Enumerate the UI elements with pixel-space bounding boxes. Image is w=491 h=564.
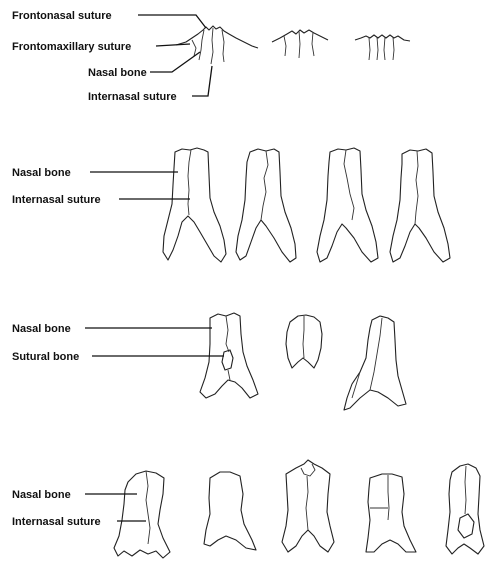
labels: Frontonasal suture Frontomaxillary sutur… xyxy=(12,10,177,528)
nasal-bone-outline-2d xyxy=(390,149,450,262)
row-2-nasal-bones xyxy=(163,148,450,262)
nasal-bone-outline-3c xyxy=(344,316,406,410)
label-nasal-bone-3: Nasal bone xyxy=(12,323,71,335)
row-1-suture-sketches xyxy=(176,26,410,64)
sutural-bone-shape-4e xyxy=(458,514,474,538)
label-internasal-suture-1: Internasal suture xyxy=(88,91,177,103)
row-4-nasal-bones xyxy=(114,460,484,558)
sutural-bone-shape xyxy=(222,350,233,370)
nasal-junction-sketch-3 xyxy=(355,35,410,41)
label-nasal-bone-2: Nasal bone xyxy=(12,167,71,179)
label-sutural-bone: Sutural bone xyxy=(12,351,79,363)
label-internasal-suture-4: Internasal suture xyxy=(12,516,101,528)
nasal-bone-outline-2a xyxy=(163,148,226,262)
nasal-bone-outline-4d xyxy=(366,474,416,552)
label-frontomaxillary-suture: Frontomaxillary suture xyxy=(12,41,131,53)
nasal-bone-outline-2b xyxy=(236,149,296,262)
label-internasal-suture-2: Internasal suture xyxy=(12,194,101,206)
nasal-bone-outline-4a xyxy=(114,471,170,558)
label-nasal-bone-4: Nasal bone xyxy=(12,489,71,501)
label-frontonasal-suture: Frontonasal suture xyxy=(12,10,112,22)
row-3-nasal-bones xyxy=(200,313,406,410)
label-nasal-bone-1: Nasal bone xyxy=(88,67,147,79)
nasal-bone-outline-4c xyxy=(282,460,334,552)
nasal-bone-outline-2c xyxy=(317,148,378,262)
nasal-bone-outline-4b xyxy=(204,472,256,550)
